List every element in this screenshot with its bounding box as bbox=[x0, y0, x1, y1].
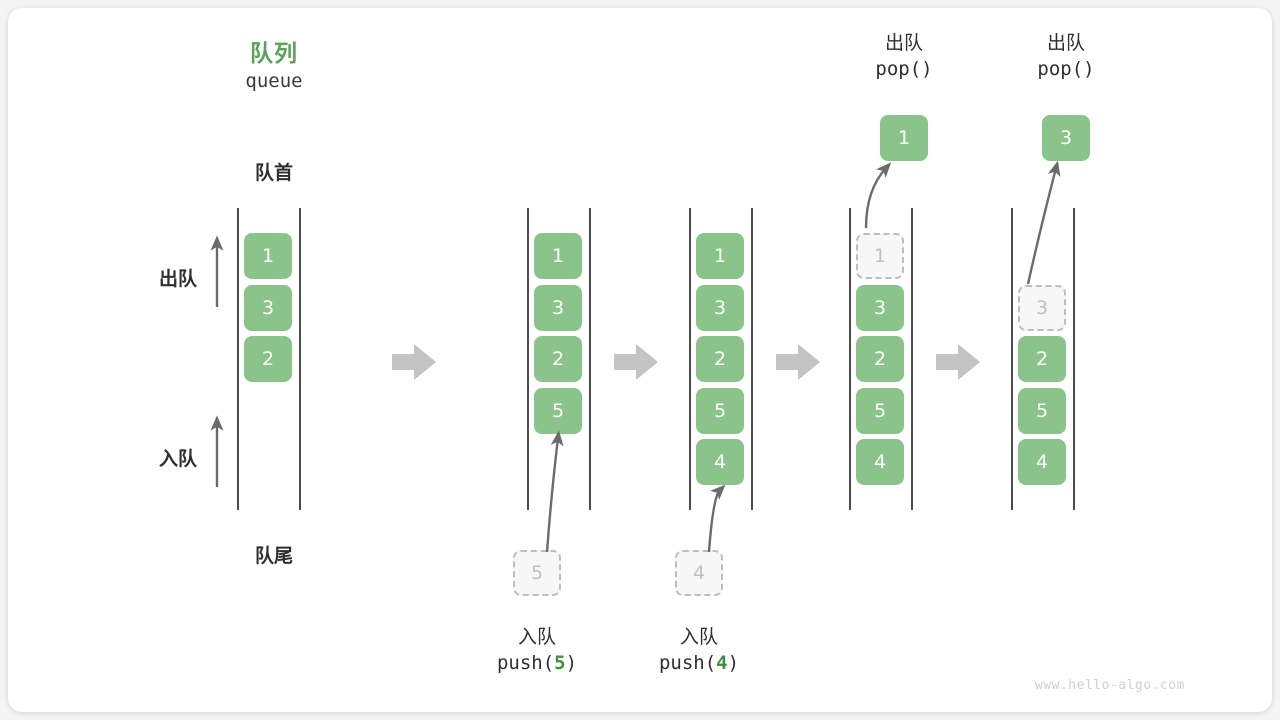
queue-element: 2 bbox=[534, 336, 582, 382]
queue-element: 2 bbox=[856, 336, 904, 382]
operation-code-suffix: ) bbox=[565, 652, 578, 674]
page-title-cn: 队列 bbox=[250, 41, 298, 67]
queue-element: 3 bbox=[534, 284, 582, 331]
operation-label-cn: 入队 bbox=[517, 626, 556, 648]
queue-front-label: 队首 bbox=[254, 162, 293, 184]
queue-rail-left bbox=[527, 208, 529, 510]
queue-rail-left bbox=[689, 208, 691, 510]
operation-code-value: 5 bbox=[554, 652, 566, 674]
operation-label-code: push(5) bbox=[437, 652, 637, 674]
operation-label-code: pop() bbox=[966, 58, 1166, 80]
queue-element: 3 bbox=[696, 284, 744, 331]
queue-element: 5 bbox=[1018, 387, 1066, 434]
queue-element: 3 bbox=[856, 284, 904, 331]
queue-element: 2 bbox=[244, 336, 292, 382]
queue-rail-right bbox=[1073, 208, 1075, 510]
operation-label-code: push(4) bbox=[599, 652, 799, 674]
dequeue-direction-label: 出队 bbox=[158, 268, 197, 290]
queue-element: 5 bbox=[534, 387, 582, 434]
queue-element: 4 bbox=[696, 439, 744, 485]
watermark: www.hello-algo.com bbox=[1035, 678, 1185, 693]
queue-element: 4 bbox=[1018, 439, 1066, 485]
operation-label-code: pop() bbox=[804, 58, 1004, 80]
queue-rail-right bbox=[911, 208, 913, 510]
queue-element: 5 bbox=[696, 387, 744, 434]
queue-rear-label: 队尾 bbox=[254, 545, 293, 567]
queue-rail-right bbox=[299, 208, 301, 510]
queue-rail-left bbox=[849, 208, 851, 510]
queue-element: 5 bbox=[856, 387, 904, 434]
operation-code-prefix: pop( bbox=[875, 58, 922, 80]
queue-rail-right bbox=[589, 208, 591, 510]
incoming-element-ghost: 4 bbox=[675, 550, 723, 596]
operation-code-prefix: pop( bbox=[1037, 58, 1084, 80]
queue-rail-left bbox=[237, 208, 239, 510]
incoming-element-ghost: 5 bbox=[513, 550, 561, 596]
queue-element-ghost: 3 bbox=[1018, 284, 1066, 331]
popped-element: 1 bbox=[880, 115, 928, 161]
queue-element-ghost: 1 bbox=[856, 233, 904, 279]
arrow-layer bbox=[210, 160, 1061, 553]
queue-element: 1 bbox=[534, 233, 582, 279]
operation-code-value: 4 bbox=[716, 652, 728, 674]
queue-rail-left bbox=[1011, 208, 1013, 510]
page-title-en: queue bbox=[245, 70, 303, 92]
operation-code-suffix: ) bbox=[1083, 58, 1095, 80]
queue-rail-right bbox=[751, 208, 753, 510]
queue-element: 1 bbox=[244, 233, 292, 279]
operation-code-prefix: push( bbox=[496, 652, 555, 674]
queue-element: 1 bbox=[696, 233, 744, 279]
enqueue-direction-label: 入队 bbox=[158, 448, 197, 470]
operation-code-suffix: ) bbox=[921, 58, 933, 80]
queue-element: 4 bbox=[856, 439, 904, 485]
operation-code-prefix: push( bbox=[658, 652, 717, 674]
operation-label-cn: 入队 bbox=[679, 626, 718, 648]
operation-label-cn: 出队 bbox=[884, 32, 923, 54]
operation-code-suffix: ) bbox=[727, 652, 740, 674]
queue-element: 3 bbox=[244, 284, 292, 331]
operation-label-cn: 出队 bbox=[1046, 32, 1085, 54]
queue-element: 2 bbox=[1018, 336, 1066, 382]
popped-element: 3 bbox=[1042, 115, 1090, 161]
queue-element: 2 bbox=[696, 336, 744, 382]
